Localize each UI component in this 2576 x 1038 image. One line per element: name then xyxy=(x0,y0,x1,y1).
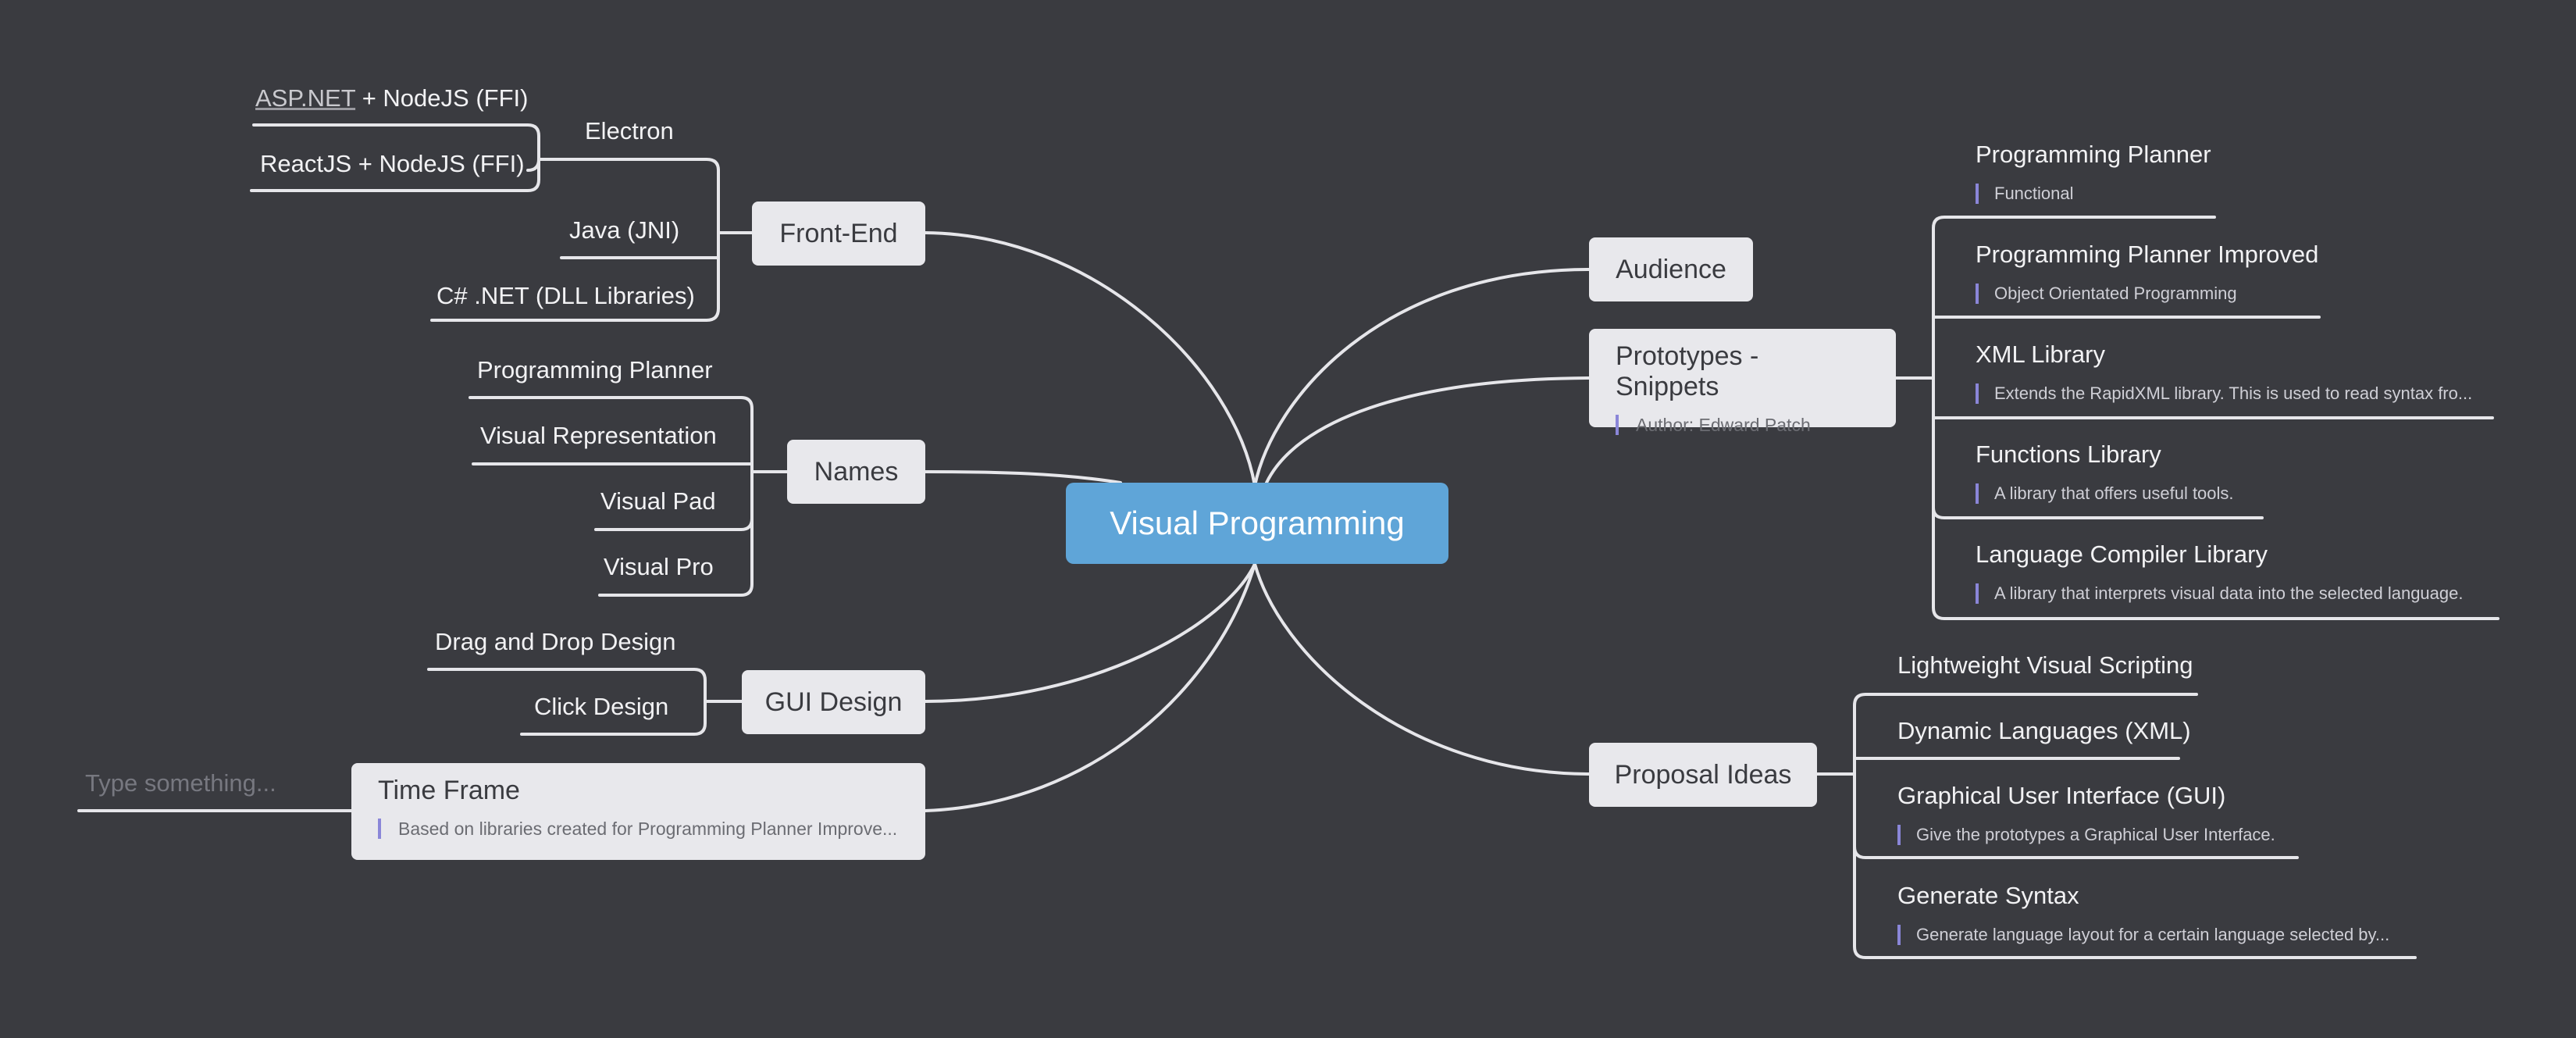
subtopic-csharp-label: C# .NET (DLL Libraries) xyxy=(436,282,695,309)
name-item-label: Programming Planner xyxy=(477,356,713,383)
topic-front-end[interactable]: Front-End xyxy=(752,202,925,266)
topic-time-frame-note: Based on libraries created for Programmi… xyxy=(378,819,897,839)
prototype-item-note: Functional xyxy=(1976,184,2074,204)
prototype-item-note: Extends the RapidXML library. This is us… xyxy=(1976,383,2472,404)
name-item-label: Visual Representation xyxy=(480,422,717,449)
connector-gui-design xyxy=(924,562,1256,703)
name-item-label: Visual Pad xyxy=(600,487,716,515)
topic-names-label: Names xyxy=(814,456,899,487)
subtopic-prototype-programming-planner[interactable]: Programming Planner Functional xyxy=(1976,141,2211,204)
subtopic-name-visual-pro[interactable]: Visual Pro xyxy=(604,553,714,581)
subtopic-graphical-user-interface[interactable]: Graphical User Interface (GUI) Give the … xyxy=(1897,782,2275,845)
subtopic-csharp-dll[interactable]: C# .NET (DLL Libraries) xyxy=(436,282,695,310)
subtopic-prototype-language-compiler-library[interactable]: Language Compiler Library A library that… xyxy=(1976,540,2463,604)
connector-prototypes xyxy=(1265,376,1591,484)
connector-names xyxy=(924,470,1122,484)
aspnet-rest-label: + NodeJS (FFI) xyxy=(355,84,529,112)
central-topic[interactable]: Visual Programming xyxy=(1066,483,1448,564)
prototype-item-title: Language Compiler Library xyxy=(1976,540,2268,568)
topic-time-frame-label: Time Frame xyxy=(378,776,520,805)
subtopic-java-label: Java (JNI) xyxy=(569,216,680,244)
subtopic-electron[interactable]: Electron xyxy=(585,117,674,145)
subtopic-name-programming-planner[interactable]: Programming Planner xyxy=(477,356,713,384)
proposal-item-title: Graphical User Interface (GUI) xyxy=(1897,782,2226,809)
topic-prototypes-note: Author: Edward Patch xyxy=(1616,415,1811,435)
topic-gui-design-label: GUI Design xyxy=(764,687,903,717)
subtopic-prototype-xml-library[interactable]: XML Library Extends the RapidXML library… xyxy=(1976,341,2472,404)
subtopic-click-design[interactable]: Click Design xyxy=(534,693,668,721)
topic-names[interactable]: Names xyxy=(787,440,925,504)
prototype-item-note: A library that interprets visual data in… xyxy=(1976,583,2463,604)
topic-prototypes-label: Prototypes - Snippets xyxy=(1616,341,1759,401)
subtopic-name-visual-representation[interactable]: Visual Representation xyxy=(480,422,717,450)
gui-item-label: Drag and Drop Design xyxy=(435,628,676,655)
topic-audience[interactable]: Audience xyxy=(1589,237,1753,301)
subtopic-name-visual-pad[interactable]: Visual Pad xyxy=(600,487,716,515)
new-topic-input[interactable]: Type something... xyxy=(85,769,276,797)
subtopic-electron-label: Electron xyxy=(585,117,674,144)
topic-prototypes-snippets[interactable]: Prototypes - Snippets Author: Edward Pat… xyxy=(1589,329,1896,435)
topic-front-end-label: Front-End xyxy=(779,218,898,248)
subtopic-prototype-functions-library[interactable]: Functions Library A library that offers … xyxy=(1976,441,2234,504)
new-topic-placeholder: Type something... xyxy=(85,769,276,797)
proposal-item-title: Lightweight Visual Scripting xyxy=(1897,651,2193,679)
prototype-item-note: Object Orientated Programming xyxy=(1976,284,2237,304)
proposal-item-title: Dynamic Languages (XML) xyxy=(1897,717,2191,744)
prototype-item-title: Programming Planner Improved xyxy=(1976,241,2319,268)
connector-front-end xyxy=(924,231,1256,487)
topic-proposal-ideas[interactable]: Proposal Ideas xyxy=(1589,743,1817,807)
subtopic-prototype-programming-planner-improved[interactable]: Programming Planner Improved Object Orie… xyxy=(1976,241,2319,304)
proposal-item-note: Give the prototypes a Graphical User Int… xyxy=(1897,825,2275,845)
subtopic-java-jni[interactable]: Java (JNI) xyxy=(569,216,679,244)
subtopic-dynamic-languages-xml[interactable]: Dynamic Languages (XML) xyxy=(1897,717,2191,745)
subtopic-lightweight-visual-scripting[interactable]: Lightweight Visual Scripting xyxy=(1897,651,2193,680)
subtopic-aspnet-nodejs[interactable]: ASP.NET + NodeJS (FFI) xyxy=(255,84,528,112)
subtopic-generate-syntax[interactable]: Generate Syntax Generate language layout… xyxy=(1897,882,2389,945)
subtopic-reactjs-nodejs[interactable]: ReactJS + NodeJS (FFI) xyxy=(260,150,525,178)
prototype-item-title: Programming Planner xyxy=(1976,141,2211,168)
gui-item-label: Click Design xyxy=(534,693,669,720)
connector-proposal xyxy=(1253,562,1591,776)
topic-proposal-label: Proposal Ideas xyxy=(1614,759,1792,790)
topic-audience-label: Audience xyxy=(1616,254,1726,284)
prototype-item-title: XML Library xyxy=(1976,341,2105,368)
subtopic-reactjs-label: ReactJS + NodeJS (FFI) xyxy=(260,150,525,177)
proposal-item-note: Generate language layout for a certain l… xyxy=(1897,925,2389,945)
aspnet-link[interactable]: ASP.NET xyxy=(255,84,356,112)
subtopic-drag-and-drop-design[interactable]: Drag and Drop Design xyxy=(435,628,675,656)
topic-time-frame[interactable]: Time Frame Based on libraries created fo… xyxy=(351,763,925,860)
connector-time-frame xyxy=(924,562,1256,812)
name-item-label: Visual Pro xyxy=(604,553,714,580)
prototype-item-note: A library that offers useful tools. xyxy=(1976,483,2234,504)
proposal-item-title: Generate Syntax xyxy=(1897,882,2079,909)
prototype-item-title: Functions Library xyxy=(1976,441,2161,468)
central-topic-label: Visual Programming xyxy=(1110,505,1405,541)
topic-gui-design[interactable]: GUI Design xyxy=(742,670,925,734)
connector-audience xyxy=(1253,268,1591,487)
